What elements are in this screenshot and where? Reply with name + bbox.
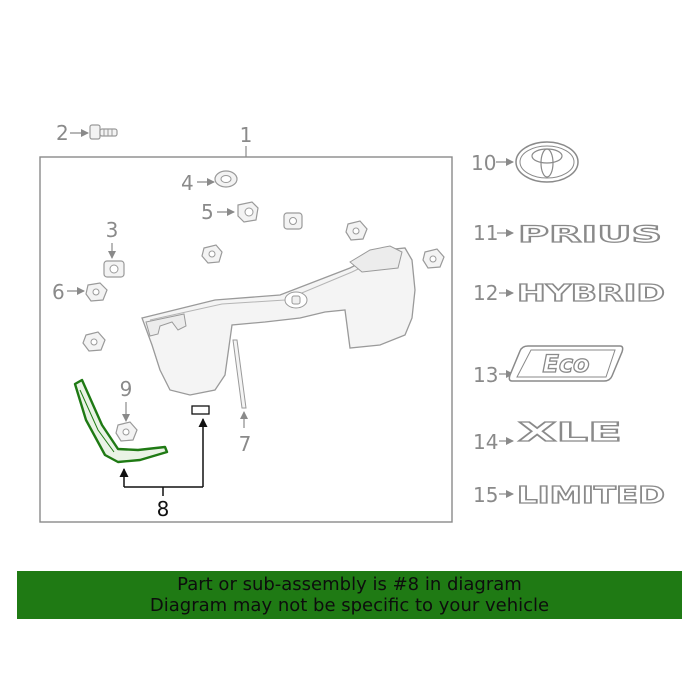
seal-strip — [232, 339, 247, 409]
callout-7: 7 — [239, 432, 252, 456]
banner-line-2: Diagram may not be specific to your vehi… — [149, 595, 550, 616]
garnish-panel — [141, 245, 416, 396]
xle-emblem: XLE — [518, 418, 622, 448]
clip-icon — [115, 421, 138, 442]
callout-10: 10 — [471, 151, 496, 175]
callout-15: 15 — [473, 483, 498, 507]
callout-6: 6 — [52, 280, 65, 304]
limited-emblem: LIMITED — [517, 483, 665, 509]
retainer-icon — [237, 201, 259, 223]
clip-icon — [82, 331, 106, 352]
banner-line-1: Part or sub-assembly is #8 in diagram — [177, 574, 522, 595]
callout-11: 11 — [473, 221, 498, 245]
callout-13: 13 — [473, 363, 498, 387]
callout-9: 9 — [120, 377, 133, 401]
eco-badge: Eco — [508, 345, 624, 382]
clip-icon — [283, 212, 303, 230]
hybrid-emblem: HYBRID — [517, 281, 665, 307]
eco-text: Eco — [542, 350, 589, 378]
clip-icon — [85, 282, 108, 302]
callout-1: 1 — [240, 123, 253, 147]
callout-4: 4 — [181, 171, 194, 195]
callout-2: 2 — [56, 121, 69, 145]
callout-3: 3 — [106, 218, 119, 242]
callout-14: 14 — [473, 430, 498, 454]
clip-icon — [345, 220, 368, 241]
screw-icon — [89, 124, 118, 140]
highlighted-moulding — [73, 378, 169, 464]
clip-icon — [103, 260, 125, 278]
info-banner: Part or sub-assembly is #8 in diagram Di… — [17, 571, 682, 619]
tape-pad — [191, 405, 210, 415]
callout-12: 12 — [473, 281, 498, 305]
grommet-icon — [214, 170, 238, 188]
callout-5: 5 — [201, 200, 214, 224]
prius-emblem: PRIUS — [518, 223, 662, 248]
clip-icon — [422, 248, 445, 269]
callout-8-bracket — [119, 418, 208, 496]
clip-icon — [201, 244, 223, 264]
toyota-logo-icon — [515, 141, 579, 183]
callout-8: 8 — [157, 497, 170, 521]
